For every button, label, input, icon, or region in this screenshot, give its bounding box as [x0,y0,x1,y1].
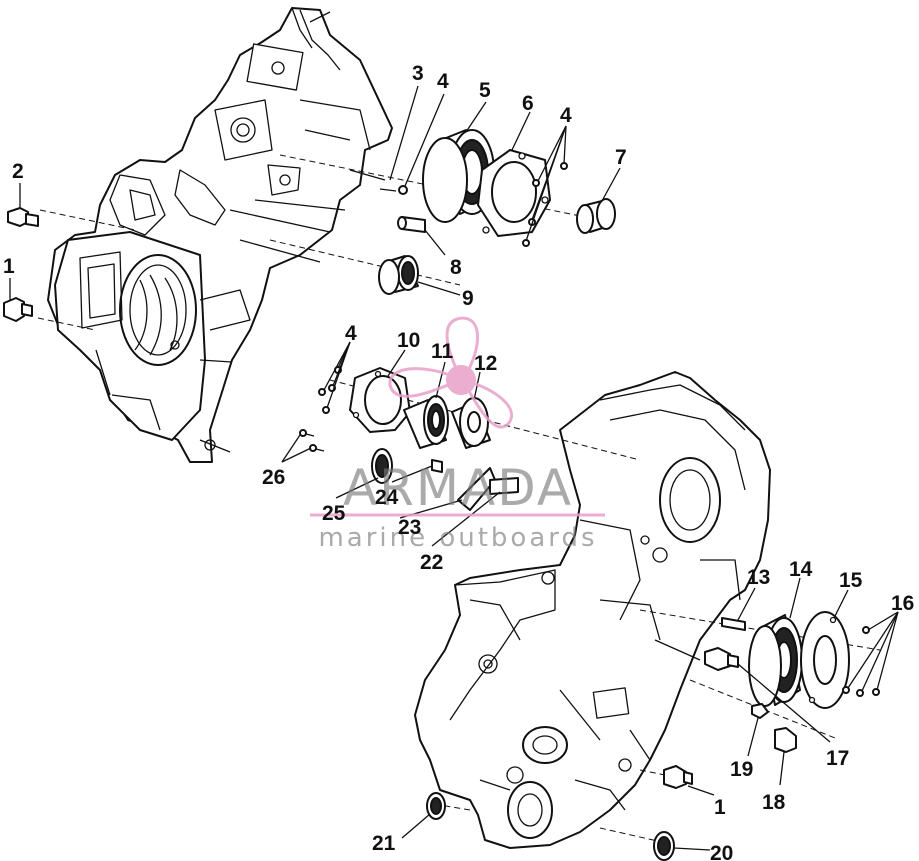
part-26-screws [299,429,325,452]
callout-4: 4 [437,70,449,93]
part-22-plate [489,477,519,495]
part-17-plug [704,647,739,671]
callout-17: 17 [826,747,849,770]
callout-18: 18 [762,791,786,814]
part-11-bearing [403,395,449,449]
part-10-plate [349,367,411,433]
callout-10: 10 [397,329,420,352]
callout-25: 25 [322,502,346,525]
callout-4: 4 [345,322,357,345]
callout-5: 5 [479,79,491,102]
callout-20: 20 [710,842,733,861]
callout-24: 24 [375,486,399,509]
part-18-plug [774,727,797,753]
part-6-plate [477,149,551,237]
callout-1: 1 [714,796,726,819]
callout-26: 26 [262,466,285,489]
callout-13: 13 [747,566,770,589]
callout-4: 4 [560,104,572,127]
callout-12: 12 [474,352,497,375]
part-16-screws [842,626,880,697]
callout-23: 23 [398,516,421,539]
callout-7: 7 [615,146,627,169]
callout-1: 1 [3,255,15,278]
right-crankcase-half [414,371,771,849]
callout-9: 9 [462,287,474,310]
part-9-needle-bearing [378,255,419,295]
callout-6: 6 [522,92,534,115]
part-7-sleeve [576,198,616,234]
part-25-seal [371,448,393,484]
callout-21: 21 [372,832,396,855]
part-15-plate [800,611,850,709]
callout-22: 22 [420,551,443,574]
left-crankcase-half [47,7,393,463]
part-14-bearing [748,614,803,707]
watermark-title: ARMADA [343,459,573,517]
callout-11: 11 [431,340,454,363]
callout-3: 3 [412,62,424,85]
armada-watermark: ARMADA marine outboards [310,316,605,553]
part-4-screw [379,185,408,195]
callout-15: 15 [839,569,863,592]
part-19-fitting [751,703,769,719]
callout-16: 16 [891,592,914,615]
callout-19: 19 [730,758,753,781]
part-12-bearing [451,397,491,449]
callout-8: 8 [450,256,462,279]
small-parts [3,129,880,861]
part-20-seal [653,831,675,861]
callout-14: 14 [789,558,813,581]
part-8-dowel [397,216,426,233]
part-2-plug [7,207,39,227]
part-1-plug-lower [663,765,693,789]
part-13-dowel [721,617,746,631]
callout-2: 2 [12,160,24,183]
callout-labels: 1 2 3 4 5 6 4 7 8 9 4 10 11 12 26 25 24 … [3,62,914,861]
part-1-drain-plug-upper [3,297,33,322]
watermark-subtitle: marine outboards [318,523,597,553]
part-21-seal [426,792,446,820]
part-5-bearing [422,129,495,223]
propeller-logo-icon [388,316,513,429]
